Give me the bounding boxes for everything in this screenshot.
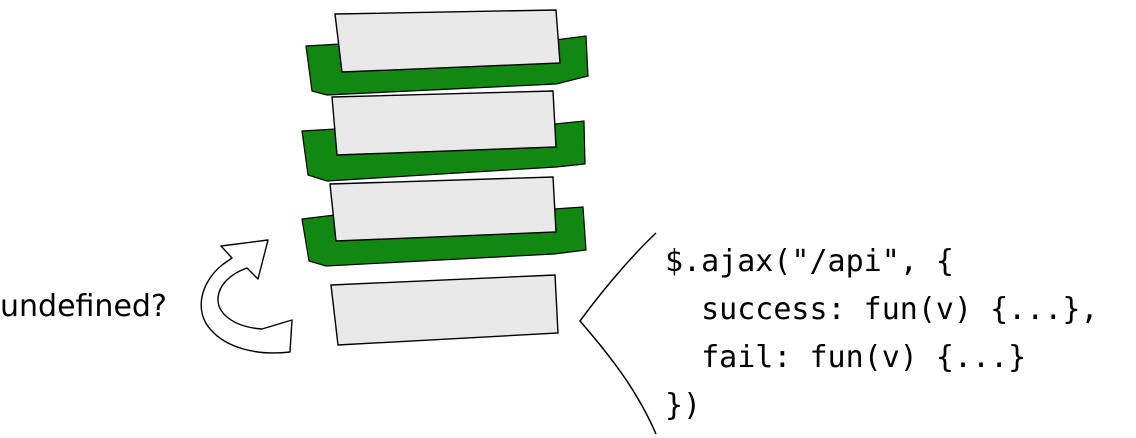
stack-frame-2 xyxy=(301,90,586,182)
code-callout: $.ajax("/api", { success: fun(v) {...}, … xyxy=(665,244,1098,423)
stack-frame-1 xyxy=(305,9,589,96)
code-line-4: }) xyxy=(665,388,701,423)
stack-frame-3-gray-box xyxy=(329,176,557,242)
code-callout-bracket xyxy=(579,232,657,435)
stack-frame-2-gray-box xyxy=(331,90,557,156)
stack-frame-3 xyxy=(301,176,587,267)
undefined-label: undefined? xyxy=(0,289,167,324)
code-line-3: fail: fun(v) {...} xyxy=(665,340,1026,375)
stack-frame-1-gray-box xyxy=(334,9,561,73)
curved-return-arrow-icon xyxy=(200,239,293,354)
pending-stack-frame xyxy=(330,274,559,346)
code-line-2: success: fun(v) {...}, xyxy=(665,292,1098,327)
code-line-1: $.ajax("/api", { xyxy=(665,244,954,279)
